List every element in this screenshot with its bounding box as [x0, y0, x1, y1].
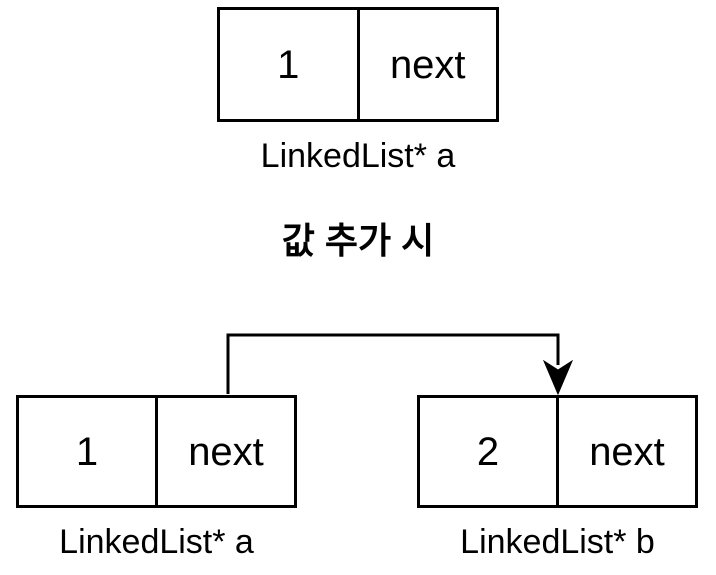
- node-a-after-value-cell: 1: [75, 429, 99, 474]
- node-b: 2 next: [417, 395, 698, 508]
- node-b-caption: LinkedList* b: [460, 523, 655, 561]
- node-a-after-caption: LinkedList* a: [59, 523, 254, 561]
- node-a-before: 1 next: [217, 7, 499, 122]
- node-a-before-caption: LinkedList* a: [260, 137, 456, 175]
- node-a-after-next-cell: next: [155, 398, 294, 505]
- node-a-before-next-cell: next: [356, 10, 497, 119]
- node-a-before-value-cell: 1: [277, 42, 300, 87]
- node-b-next-cell: next: [556, 398, 695, 505]
- arrowhead-icon: [542, 359, 574, 396]
- arrow-line: [226, 333, 560, 394]
- section-title: 값 추가 시: [281, 220, 435, 261]
- node-a-after: 1 next: [16, 395, 297, 508]
- node-b-value-cell: 2: [476, 429, 500, 474]
